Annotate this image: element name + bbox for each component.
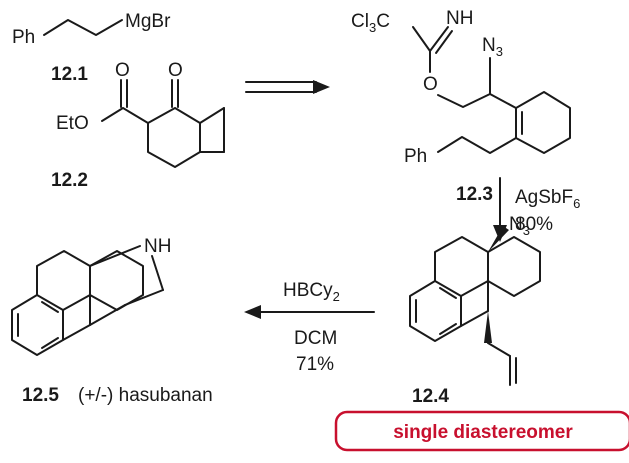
reagent-12-1: Ph MgBr 12.1	[12, 11, 171, 85]
aromatic-bond	[439, 287, 457, 299]
badge-label: single diastereomer	[393, 422, 573, 443]
vinyl-wedge	[484, 311, 492, 343]
silver-reagent-label: AgSbF6	[515, 187, 580, 211]
trichloromethyl-label: Cl3C	[351, 11, 390, 35]
ring-bond	[199, 107, 225, 124]
ccl3-bond	[412, 26, 431, 52]
azide-label: N3	[482, 35, 503, 59]
ethoxy-label: EtO	[56, 113, 89, 134]
ketone-oxygen-label: O	[168, 60, 183, 81]
compound-id-12-2: 12.2	[51, 170, 88, 191]
imine-label: NH	[446, 8, 473, 29]
product-12-5: NH 12.5 (+/-) hasubanan	[11, 236, 213, 406]
cyclization-arrow	[244, 305, 375, 319]
azide-wedge	[488, 226, 509, 252]
bridge-bond	[151, 255, 164, 291]
badge-outline	[334, 410, 629, 452]
ketoester-skeleton	[101, 107, 201, 168]
ring-fusion-bond	[62, 324, 91, 341]
cyclohexane-ring	[487, 236, 541, 297]
aromatic-bond	[41, 301, 59, 313]
compound-id-12-4: 12.4	[412, 386, 449, 407]
amine-label: NH	[144, 236, 171, 257]
benzene-ring	[409, 280, 462, 342]
compound-name: (+/-) hasubanan	[78, 385, 213, 406]
product-12-4: N3 12.4	[409, 214, 541, 407]
imidate-oxygen-label: O	[423, 74, 438, 95]
benzene-ring	[11, 294, 64, 356]
cyclohexane-ring	[89, 250, 144, 311]
compound-id-12-5: 12.5	[22, 385, 59, 406]
phenyl-label: Ph	[12, 27, 35, 48]
yield-label: 71%	[296, 354, 334, 375]
intermediate-12-3: Cl3C NH O N3 Ph 12.3	[351, 8, 571, 205]
compound-id-12-1: 12.1	[51, 64, 88, 85]
reagent-12-2: EtO O O 12.2	[51, 60, 225, 191]
compound-id-12-3: 12.3	[456, 184, 493, 205]
multistep-arrow	[245, 80, 330, 94]
vinyl-bond	[489, 93, 517, 109]
middle-ring	[36, 250, 91, 311]
mgbr-label: MgBr	[125, 11, 171, 32]
azide-label: N3	[509, 214, 530, 238]
solvent-label: DCM	[294, 328, 337, 349]
middle-ring	[434, 236, 489, 297]
ethyl-chain	[43, 19, 123, 36]
bridge-bond	[89, 245, 141, 267]
aromatic-bond	[439, 323, 457, 335]
stereo-badge: single diastereomer	[334, 410, 629, 452]
bridge-bond-bold	[89, 304, 126, 326]
imine-double-bond	[435, 30, 453, 54]
ring-fusion-bond	[460, 310, 489, 327]
imine-double-bond	[429, 26, 449, 52]
ester-oxygen-label: O	[115, 60, 130, 81]
cyclohexene-ring	[515, 91, 571, 154]
phenyl-label: Ph	[404, 146, 427, 167]
yield-label: 80%	[515, 214, 553, 235]
vinyl-bond	[487, 342, 511, 357]
bridge-bond-bold	[124, 289, 164, 306]
borane-reagent-label: HBCy2	[283, 280, 340, 304]
oxymethylene-chain	[437, 93, 491, 108]
aromatic-bond	[41, 337, 59, 349]
phenethyl-chain	[437, 136, 517, 154]
